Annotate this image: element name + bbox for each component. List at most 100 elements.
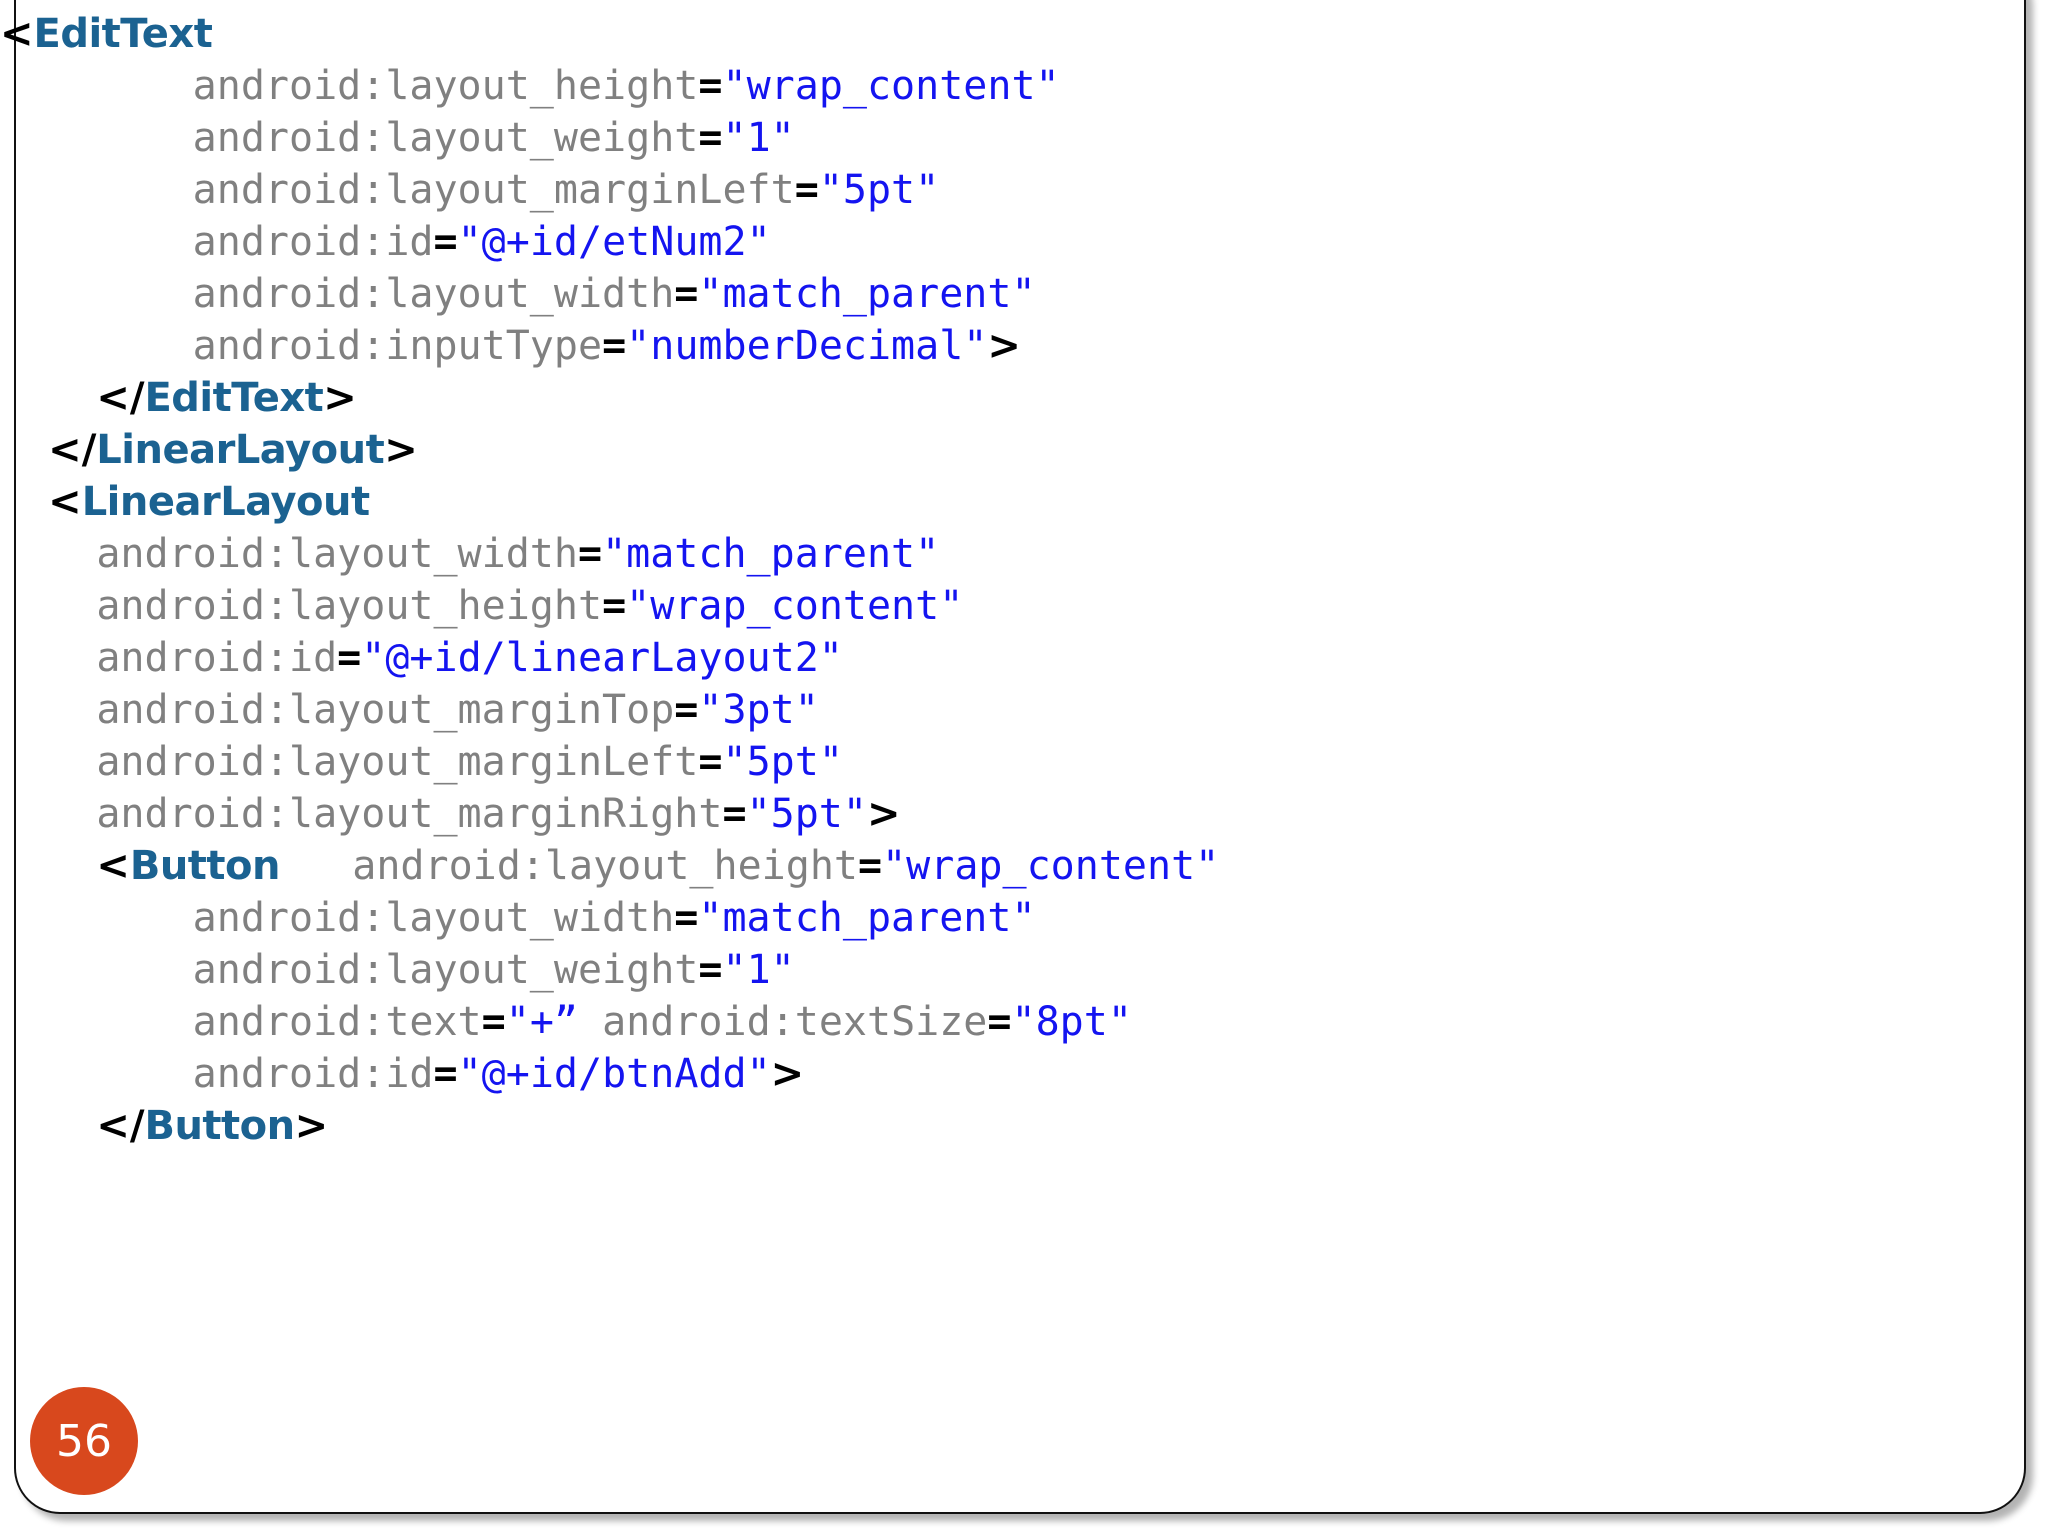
code-token-tag: Button (144, 1103, 295, 1149)
code-indent (0, 635, 96, 681)
code-line: android:text="+” android:textSize="8pt" (0, 996, 2048, 1048)
code-token-val: "numberDecimal" (626, 323, 988, 369)
code-token-eq: = (698, 947, 723, 993)
code-token-val: "match_parent" (698, 895, 1036, 941)
code-token-attr: android:layout_width (96, 531, 578, 577)
code-token-gap (578, 999, 602, 1045)
code-token-eq: = (858, 843, 883, 889)
code-line: android:id="@+id/btnAdd"> (0, 1048, 2048, 1100)
code-indent (0, 63, 193, 109)
code-token-punct: < (48, 479, 82, 525)
code-line: </EditText> (0, 372, 2048, 424)
code-token-attr: android:inputType (192, 323, 603, 369)
code-indent (0, 427, 48, 473)
code-indent (0, 375, 96, 421)
code-token-punct: < (96, 843, 130, 889)
code-token-attr: android:layout_height (192, 63, 699, 109)
code-token-val: "wrap_content" (722, 63, 1060, 109)
code-indent (0, 167, 193, 213)
code-token-eq: = (794, 167, 819, 213)
code-token-eq: = (674, 895, 699, 941)
code-token-tag: EditText (33, 11, 213, 57)
code-token-val: "@+id/etNum2" (457, 219, 771, 265)
code-line: android:layout_marginLeft="5pt" (0, 164, 2048, 216)
code-token-punct: </ (96, 375, 145, 421)
code-token-attr: android:layout_marginRight (96, 791, 723, 837)
code-token-punct: > (384, 427, 418, 473)
code-indent (0, 531, 96, 577)
code-token-attr: android:layout_weight (192, 115, 699, 161)
code-token-attr: android:id (192, 1051, 434, 1097)
code-token-punct: </ (96, 1103, 145, 1149)
code-token-punct: > (294, 1103, 329, 1149)
code-token-tag: EditText (144, 375, 324, 421)
code-token-attr: android:layout_weight (192, 947, 699, 993)
code-token-attr: android:layout_marginLeft (192, 167, 795, 213)
code-indent (0, 947, 193, 993)
code-indent (0, 1103, 96, 1149)
code-token-val: "5pt" (722, 739, 843, 785)
code-token-tag: Button (129, 843, 281, 889)
code-token-eq: = (698, 739, 723, 785)
code-token-attr: android:layout_height (96, 583, 603, 629)
page-number-badge: 56 (30, 1387, 138, 1495)
code-token-eq: = (602, 583, 627, 629)
code-token-punct: > (987, 323, 1021, 369)
code-token-val: "5pt" (818, 167, 940, 213)
code-line: android:id="@+id/linearLayout2" (0, 632, 2048, 684)
code-line: android:layout_height="wrap_content" (0, 60, 2048, 112)
code-token-tag: LinearLayout (81, 479, 370, 525)
code-token-punct: > (770, 1051, 805, 1097)
code-token-val: "@+id/btnAdd" (457, 1051, 771, 1097)
code-token-val: "wrap_content" (626, 583, 964, 629)
code-indent (0, 479, 48, 525)
code-token-attr: android:textSize (602, 999, 988, 1045)
code-token-attr: android:layout_marginLeft (96, 739, 699, 785)
code-line: android:layout_marginLeft="5pt" (0, 736, 2048, 788)
code-token-val: "@+id/linearLayout2" (361, 635, 843, 681)
code-token-attr: android:id (96, 635, 338, 681)
code-token-gap (280, 843, 352, 889)
code-indent (0, 999, 193, 1045)
code-indent (0, 1051, 193, 1097)
code-token-eq: = (481, 999, 506, 1045)
code-token-val: "1" (722, 947, 795, 993)
code-line: <Button android:layout_height="wrap_cont… (0, 840, 2048, 892)
code-indent (0, 895, 193, 941)
code-token-eq: = (674, 687, 699, 733)
code-line: android:layout_weight="1" (0, 112, 2048, 164)
code-token-attr: android:layout_width (192, 895, 675, 941)
code-line: android:layout_height="wrap_content" (0, 580, 2048, 632)
code-token-val: "+” (505, 999, 578, 1045)
code-token-eq: = (674, 271, 699, 317)
code-line: android:layout_width="match_parent" (0, 268, 2048, 320)
code-token-val: "5pt" (746, 791, 867, 837)
code-token-eq: = (337, 635, 362, 681)
code-token-val: "1" (722, 115, 795, 161)
xml-code-block: <EditText android:layout_height="wrap_co… (0, 11, 2048, 1152)
code-line: <LinearLayout (0, 476, 2048, 528)
code-line: android:layout_marginTop="3pt" (0, 684, 2048, 736)
code-token-attr: android:layout_marginTop (96, 687, 675, 733)
code-token-eq: = (433, 219, 458, 265)
code-token-tag: LinearLayout (96, 427, 385, 473)
code-token-attr: android:id (192, 219, 434, 265)
code-indent (0, 583, 96, 629)
code-indent (0, 115, 193, 161)
code-token-eq: = (698, 63, 723, 109)
code-line: </LinearLayout> (0, 424, 2048, 476)
code-indent (0, 323, 193, 369)
code-token-punct: > (866, 791, 901, 837)
code-token-attr: android:layout_height (352, 843, 858, 889)
code-indent (0, 219, 193, 265)
code-line: </Button> (0, 1100, 2048, 1152)
code-token-attr: android:text (192, 999, 482, 1045)
code-token-val: "3pt" (698, 687, 819, 733)
code-token-attr: android:layout_width (192, 271, 675, 317)
code-line: android:id="@+id/etNum2" (0, 216, 2048, 268)
code-token-eq: = (698, 115, 723, 161)
code-token-val: "match_parent" (698, 271, 1036, 317)
code-token-eq: = (987, 999, 1012, 1045)
code-line: android:layout_marginRight="5pt"> (0, 788, 2048, 840)
